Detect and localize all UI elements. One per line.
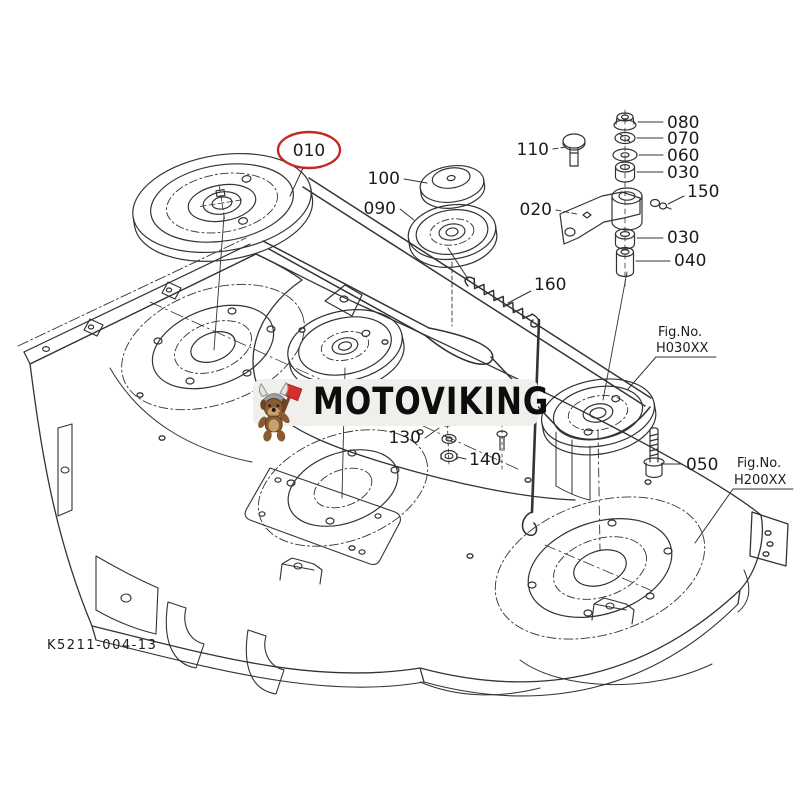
collar-030-upper (614, 161, 636, 183)
idler-cap-100 (419, 165, 486, 209)
deck-spindle-left-holes (153, 307, 276, 385)
belt (262, 177, 652, 441)
callout-020: 020 (520, 200, 578, 220)
callout-050: 050 (660, 455, 718, 475)
callout-090-label: 090 (364, 199, 396, 219)
tension-arm-020 (559, 187, 643, 401)
figref-h030: Fig.No. H030XX (627, 325, 717, 390)
nut-080 (613, 112, 637, 131)
callout-140: 140 (456, 450, 501, 470)
bolt-050 (643, 427, 665, 479)
viking-dog-logo-icon (258, 382, 303, 442)
callout-150-label: 150 (687, 182, 719, 202)
pulley-right-h030 (540, 378, 657, 456)
callout-160-label: 160 (534, 275, 566, 295)
deck-u-brackets (279, 557, 635, 625)
deck-outline (29, 253, 789, 697)
callout-110-label: 110 (517, 140, 549, 160)
figref-h030-prefix: Fig.No. (658, 325, 702, 340)
callout-010-label: 010 (293, 141, 325, 161)
idler-pulley-090 (407, 203, 498, 268)
watermark-brand-text: MOTOVIKING (313, 380, 550, 424)
deck-rear-rail (17, 237, 257, 365)
spindle-axis-right (544, 429, 656, 593)
hardware-stack (612, 109, 638, 287)
callout-100-label: 100 (368, 169, 400, 189)
figref-h200-code: H200XX (734, 473, 786, 488)
watermark-band: MOTOVIKING (253, 379, 548, 442)
spacer-040 (615, 246, 635, 278)
callout-130: 130 (389, 427, 440, 448)
callout-030-upper-label: 030 (667, 163, 699, 183)
callout-040: 040 (635, 251, 706, 271)
callout-020-label: 020 (520, 200, 552, 220)
deck-left-brackets (57, 423, 541, 696)
pulley-top-left (132, 152, 314, 262)
callout-040-label: 040 (674, 251, 706, 271)
grease-fitting-150 (649, 198, 672, 210)
callout-110: 110 (517, 140, 567, 160)
figref-h200-prefix: Fig.No. (737, 456, 781, 471)
deck-access-plate (244, 467, 401, 566)
callout-070: 070 (636, 129, 699, 149)
lock-washer-070 (614, 131, 636, 145)
washer-060 (612, 148, 638, 162)
callout-060: 060 (638, 146, 699, 166)
callout-070-label: 070 (667, 129, 699, 149)
drawing-number: K5211-004-13 (47, 638, 157, 653)
small-pin (496, 417, 508, 471)
deck-spindle-middle (257, 429, 429, 547)
carriage-bolt-110 (562, 133, 586, 167)
figref-h030-code: H030XX (656, 341, 708, 356)
spindle-axis-left (213, 215, 225, 351)
collar-030-lower (614, 228, 636, 250)
callout-060-label: 060 (667, 146, 699, 166)
callout-150: 150 (667, 182, 719, 205)
callout-010: 010 (276, 130, 342, 197)
callout-130-label: 130 (389, 428, 421, 448)
deck-spindle-middle-holes (286, 449, 400, 525)
callout-080-label: 080 (667, 113, 699, 133)
tension-spring (447, 247, 540, 328)
figref-h200: Fig.No. H200XX (694, 456, 794, 544)
callout-030-upper: 030 (636, 163, 699, 183)
deck-spindle-right (494, 496, 706, 640)
callout-100: 100 (368, 169, 428, 189)
callout-140-label: 140 (469, 450, 501, 470)
deck-spindle-left (121, 283, 305, 411)
deck-spindle-right-holes (527, 519, 673, 617)
callout-030-lower-label: 030 (667, 228, 699, 248)
callout-030-lower: 030 (636, 228, 699, 248)
callout-090: 090 (364, 199, 415, 221)
callout-160: 160 (507, 275, 566, 304)
callout-080: 080 (637, 113, 699, 133)
callout-050-label: 050 (686, 455, 718, 475)
pulley-right-mount-fins (555, 431, 591, 501)
